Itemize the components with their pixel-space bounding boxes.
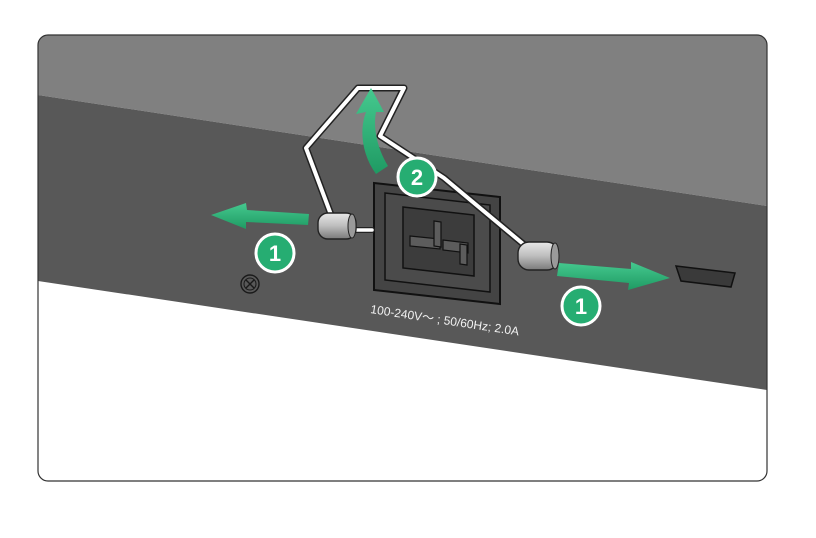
retainer-clip-icon [317,212,357,240]
arrow-right-icon [557,262,670,290]
power-socket-icon [373,181,501,306]
grounding-screw-icon [240,274,260,294]
retainer-clip-icon [517,241,560,271]
step-badge-left: 1 [254,232,296,274]
device-top-surface [38,35,767,206]
step-badge-top: 2 [396,156,438,198]
vent-slot-icon [674,265,736,288]
svg-text:1: 1 [269,241,281,266]
step-badge-right: 1 [560,285,602,327]
arrow-left-icon [211,203,309,229]
arrow-up-icon [356,88,388,174]
svg-text:2: 2 [411,165,423,190]
figure-frame [37,34,768,482]
svg-text:1: 1 [575,294,587,319]
